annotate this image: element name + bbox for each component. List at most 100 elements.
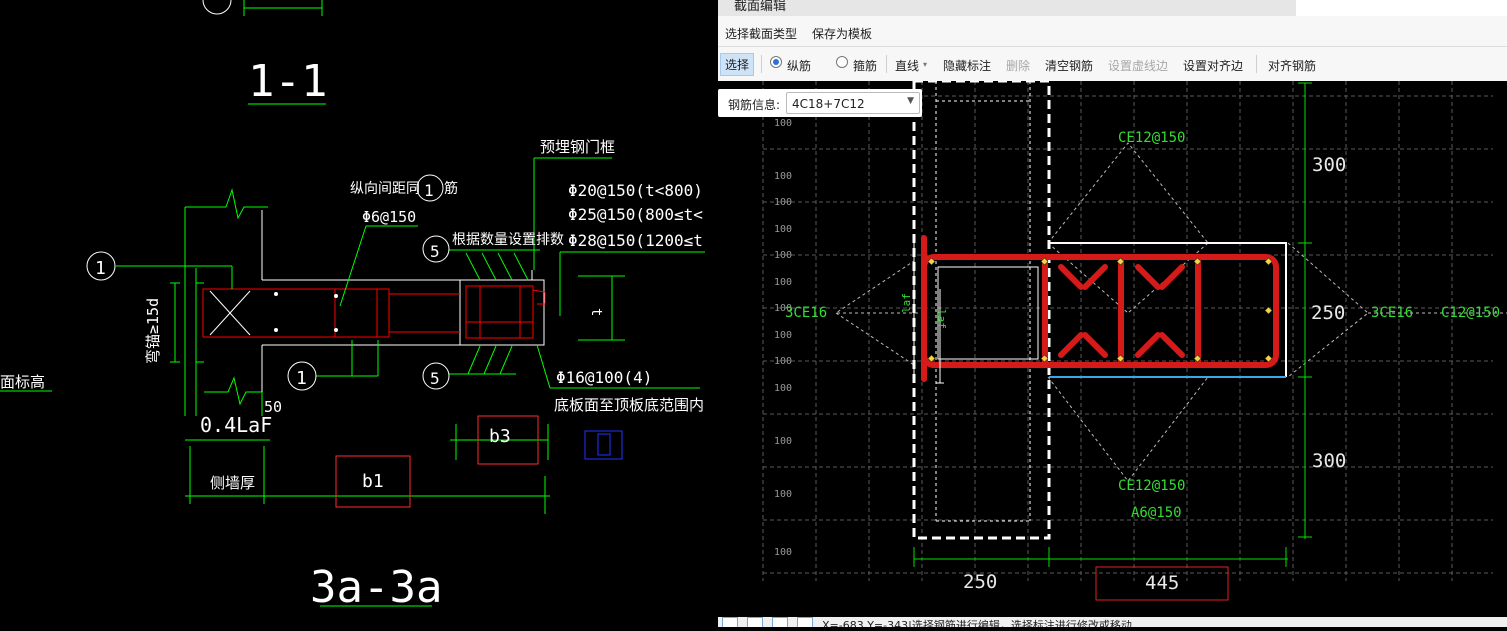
ce12-top-label: CE12@150 <box>1118 130 1185 146</box>
label-laf: 0.4LaF <box>200 413 272 437</box>
grid <box>762 81 1493 581</box>
status-text: X=-683 Y=-343|选择钢筋进行编辑，选择标注进行修改或移动 <box>822 619 1132 627</box>
toolbar: 选择 纵筋 箍筋 直线 ▾ 隐藏标注 删除 清空钢筋 设置虚线边 设置对齐边 对… <box>718 47 1507 81</box>
grid-label: 100 <box>774 118 792 129</box>
right-3ce16-label: 3CE16 <box>1371 305 1413 321</box>
dim-300-top: 300 <box>1312 154 1346 176</box>
plus-tool-icon[interactable] <box>772 617 788 627</box>
wall-column <box>912 79 1051 540</box>
section-canvas[interactable]: 100 100 100 100 100 100 100 100 100 100 … <box>718 79 1507 617</box>
longitudinal-label[interactable]: 纵筋 <box>787 59 812 73</box>
grid-label: 100 <box>774 436 792 447</box>
grid-label: 100 <box>774 547 792 558</box>
left-3ce16-label: 3CE16 <box>785 305 827 321</box>
callout-1-small: 1 <box>424 181 434 200</box>
callout-top-fragment <box>202 0 323 16</box>
diamond-guides <box>834 142 1507 482</box>
callout-5a: 5 <box>430 242 440 261</box>
laf-label-2: laf <box>935 309 948 329</box>
leaders <box>0 157 705 392</box>
grid-label: 100 <box>774 303 792 314</box>
save-as-template-button[interactable]: 保存为模板 <box>812 27 873 41</box>
window-titlebar: 截面编辑 <box>718 0 1507 16</box>
label-phi6: Φ6@150 <box>362 208 416 226</box>
callout-5b: 5 <box>430 369 440 388</box>
grid-label: 100 <box>774 250 792 261</box>
cad-drawing-area[interactable]: 1-1 <box>0 0 718 627</box>
toolbar-separator <box>761 55 762 73</box>
grid-label: 100 <box>774 330 792 341</box>
label-t: t <box>588 308 604 316</box>
callout-1b: 1 <box>296 368 307 389</box>
grid-label: 100 <box>774 171 792 182</box>
window-title: 截面编辑 <box>734 0 787 14</box>
hide-label-button[interactable]: 隐藏标注 <box>943 59 992 73</box>
line-dropdown[interactable]: 直线 <box>895 59 920 73</box>
chevron-down-icon[interactable]: ▾ <box>923 60 928 69</box>
line-tool-icon[interactable] <box>747 617 763 627</box>
ce12-bottom-label: CE12@150 <box>1118 478 1185 494</box>
add-tool-icon[interactable] <box>797 617 813 627</box>
label-phi16: Φ16@100(4) <box>556 368 652 387</box>
label-by-count: 根据数量设置排数 <box>452 232 564 248</box>
rebar-info-select[interactable]: 4C18+7C12 ▼ <box>786 92 920 114</box>
label-b3: b3 <box>489 426 511 447</box>
box-b1 <box>335 455 411 508</box>
label-vertical: 弯锚≥15d <box>144 298 162 364</box>
clear-rebar-button[interactable]: 清空钢筋 <box>1045 59 1094 73</box>
grid-label: 100 <box>774 277 792 288</box>
label-embedded-frame: 预埋钢门框 <box>540 138 615 156</box>
beam-section <box>937 242 1287 377</box>
rebar-info-value: 4C18+7C12 <box>792 97 865 111</box>
stirrup-radio[interactable] <box>836 56 848 68</box>
label-elev: 面标高 <box>0 373 45 391</box>
laf-label-1: laf <box>900 293 913 313</box>
callout-circles <box>86 174 450 391</box>
rebar-cage <box>202 285 546 339</box>
rebar-info-label: 钢筋信息: <box>728 98 781 112</box>
rebar-info-panel: 钢筋信息: 4C18+7C12 ▼ <box>718 89 922 117</box>
label-side-wall: 侧墙厚 <box>210 474 255 492</box>
grid-label: 100 <box>774 356 792 367</box>
grid-label: 100 <box>774 224 792 235</box>
select-section-type-button[interactable]: 选择截面类型 <box>725 27 798 41</box>
chevron-down-icon: ▼ <box>907 96 914 106</box>
dim-250-right: 250 <box>1311 302 1345 324</box>
stirrups <box>921 235 1279 382</box>
dim-445-box <box>1095 566 1229 601</box>
section-title-3a-3a: 3a-3a <box>310 562 442 613</box>
label-dim50: 50 <box>264 398 282 416</box>
dim-445: 445 <box>1145 572 1179 594</box>
toolbar-separator <box>1256 55 1257 73</box>
titlebar-blank <box>1296 0 1507 16</box>
label-b1: b1 <box>362 471 384 492</box>
set-dashed-edge-button[interactable]: 设置虚线边 <box>1108 59 1169 73</box>
blue-symbol <box>584 430 623 460</box>
dimension-lines <box>913 82 1312 567</box>
toolbar-separator <box>886 55 887 73</box>
cad-drawing: 1-1 <box>0 0 705 613</box>
label-bottom-range: 底板面至顶板底范围内 <box>554 396 704 414</box>
view-tool-icon[interactable] <box>722 617 738 627</box>
label-spacing-same: 纵向间距同 <box>350 181 420 197</box>
select-tool-button[interactable]: 选择 <box>720 53 755 76</box>
section-editor-window: 截面编辑 选择截面类型 保存为模板 选择 纵筋 箍筋 直线 ▾ 隐藏标注 删除 … <box>718 0 1507 627</box>
delete-button[interactable]: 删除 <box>1006 59 1031 73</box>
wall-outline <box>170 188 268 416</box>
status-bar: X=-683 Y=-343|选择钢筋进行编辑，选择标注进行修改或移动 <box>718 617 1507 627</box>
rebar-points <box>927 257 1273 363</box>
longitudinal-radio[interactable] <box>770 56 782 68</box>
grid-label: 100 <box>774 489 792 500</box>
label-phi28: Φ28@150(1200≤t <box>568 231 703 250</box>
label-phi20: Φ20@150(t<800) <box>568 181 703 200</box>
dim-lines <box>185 424 550 607</box>
section-drawing: 100 100 100 100 100 100 100 100 100 100 … <box>762 79 1507 601</box>
c12-label: C12@150 <box>1441 305 1500 321</box>
menu-bar: 选择截面类型 保存为模板 <box>718 16 1507 47</box>
beam-outline <box>261 210 545 392</box>
section-title-1-1: 1-1 <box>248 56 327 107</box>
align-rebar-button[interactable]: 对齐钢筋 <box>1268 59 1317 73</box>
stirrup-label[interactable]: 箍筋 <box>853 59 878 73</box>
dim-250-bottom: 250 <box>963 571 997 593</box>
set-align-edge-button[interactable]: 设置对齐边 <box>1183 59 1244 73</box>
